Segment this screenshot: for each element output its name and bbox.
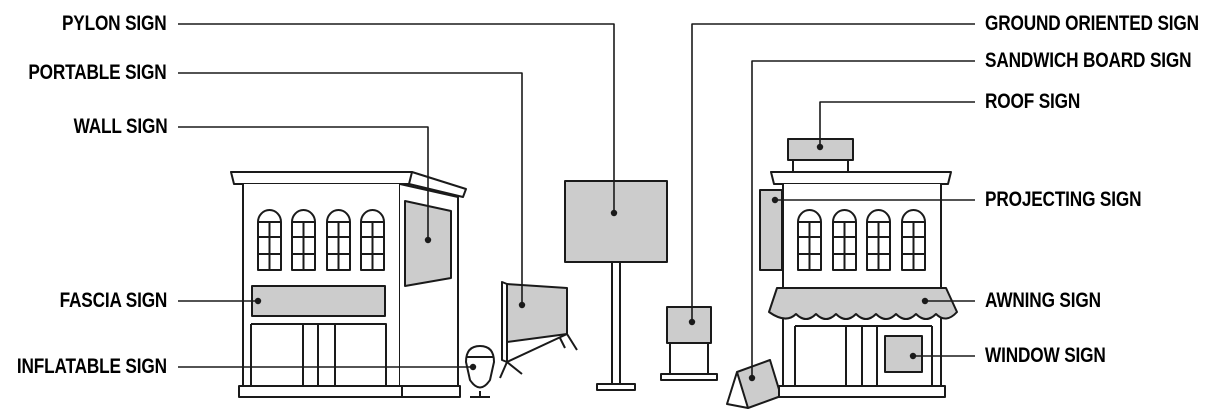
window-sign [885, 336, 922, 372]
label-inflatable-sign: INFLATABLE SIGN [17, 355, 167, 379]
label-awning-sign: AWNING SIGN [985, 289, 1101, 313]
label-portable-sign: PORTABLE SIGN [29, 61, 167, 85]
portable-sign [500, 282, 577, 378]
inflatable-sign [466, 346, 494, 397]
ground-oriented-sign [661, 307, 717, 380]
label-wall-sign: WALL SIGN [73, 115, 167, 139]
label-pylon-sign: PYLON SIGN [62, 12, 167, 36]
label-window-sign: WINDOW SIGN [985, 344, 1106, 368]
label-fascia-sign: FASCIA SIGN [59, 289, 167, 313]
projecting-sign [760, 190, 782, 270]
sandwich-board-sign [727, 360, 781, 408]
fascia-sign [252, 286, 385, 316]
awning-sign [769, 288, 957, 319]
label-sandwich-board-sign: SANDWICH BOARD SIGN [985, 49, 1191, 73]
label-roof-sign: ROOF SIGN [985, 90, 1080, 114]
right-building [771, 160, 951, 397]
label-ground-oriented-sign: GROUND ORIENTED SIGN [985, 12, 1199, 36]
label-projecting-sign: PROJECTING SIGN [985, 188, 1141, 212]
